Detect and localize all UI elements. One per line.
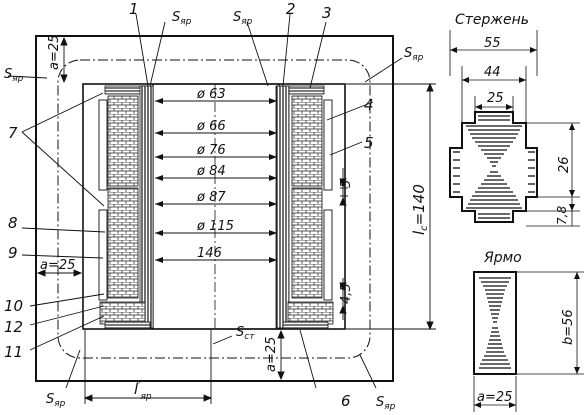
diameter-dimensions: ø 63 ø 66 ø 76 ø 84 ø 87 ø 115 146 <box>155 87 277 263</box>
label-s-yar-bottom-left: Sяр <box>46 392 66 409</box>
yoke-hatching <box>479 277 511 369</box>
label-10: 10 <box>4 297 23 315</box>
yoke-width: a=25 <box>477 390 512 405</box>
left-inner-insulation <box>139 85 154 329</box>
label-12: 12 <box>4 318 23 336</box>
right-winding <box>275 85 334 330</box>
left-winding <box>98 85 154 330</box>
rod-dim-25: 25 <box>487 91 504 106</box>
rod-cross-outline <box>449 111 538 223</box>
label-11: 11 <box>4 343 23 361</box>
left-coil-upper <box>107 95 139 187</box>
rod-dim-44: 44 <box>484 65 501 80</box>
label-a25-left: a=25 <box>40 258 75 273</box>
label-7: 7 <box>8 124 18 142</box>
label-s-st: Sст <box>236 325 255 342</box>
svg-text:Sяр: Sяр <box>233 10 253 27</box>
rod-title: Стержень <box>455 12 529 28</box>
leader-lines <box>7 13 403 389</box>
svg-text:lc=140: lc=140 <box>410 184 430 235</box>
svg-text:Sст: Sст <box>236 325 255 342</box>
rod-hatching <box>453 115 535 219</box>
label-l-yar: l′яр <box>134 380 152 402</box>
yoke-title: Ярмо <box>483 250 522 266</box>
label-3: 3 <box>322 4 332 22</box>
rod-dim-26: 26 <box>557 156 572 173</box>
left-coil-lower <box>107 187 139 299</box>
core-frame <box>35 35 394 382</box>
svg-text:Sяр: Sяр <box>46 392 66 409</box>
label-6: 6 <box>341 392 351 410</box>
label-4: 4 <box>364 96 374 114</box>
label-lc: lc=140 <box>410 184 430 235</box>
svg-text:Sяр: Sяр <box>172 10 192 27</box>
core-outer-edge <box>35 35 394 382</box>
svg-text:Sяр: Sяр <box>404 46 424 63</box>
svg-text:Sяр: Sяр <box>376 395 396 412</box>
rod-dim-55: 55 <box>484 36 501 51</box>
label-s-yar-top-right: Sяр <box>404 46 424 63</box>
diameter-label: ø 76 <box>196 143 226 158</box>
right-coil-upper <box>291 95 323 187</box>
label-2: 2 <box>286 0 296 18</box>
label-9: 9 <box>8 244 18 262</box>
diameter-label: ø 63 <box>196 87 226 102</box>
label-5: 5 <box>364 134 374 152</box>
dimension-arrows <box>36 36 436 404</box>
label-s-yar-top-left: Sяр <box>172 10 192 27</box>
label-s-yar-top-mid: Sяр <box>233 10 253 27</box>
label-a25-bottom: a=25 <box>264 337 279 372</box>
diameter-label: 146 <box>197 246 222 261</box>
yoke-section: Ярмо b=56 a=25 <box>473 250 584 412</box>
rod-section: Стержень 55 44 25 <box>449 12 580 227</box>
svg-text:Sяр: Sяр <box>4 67 24 84</box>
label-dim-5: 5 <box>339 180 354 188</box>
label-s-yar-left: Sяр <box>4 67 24 84</box>
core-midline <box>57 59 371 359</box>
label-1: 1 <box>129 0 139 18</box>
right-coil-lower <box>291 187 323 299</box>
label-s-yar-bottom-right: Sяр <box>376 395 396 412</box>
label-dim-4-5: 4,5 <box>339 283 354 304</box>
diameter-label: ø 87 <box>196 190 226 205</box>
yoke-height: b=56 <box>561 309 576 345</box>
diameter-label: ø 84 <box>196 164 226 179</box>
main-labels: 1 2 3 4 5 6 7 8 9 10 12 11 Sяр Sяр Sяр S… <box>4 0 430 412</box>
label-8: 8 <box>8 214 18 232</box>
label-a25-top: a=25 <box>47 35 62 70</box>
yoke-cross-outline <box>473 271 517 375</box>
rod-dim-7-8: 7,8 <box>555 206 569 225</box>
diameter-label: ø 115 <box>196 219 234 234</box>
diameter-label: ø 66 <box>196 119 226 134</box>
svg-text:l′яр: l′яр <box>134 380 152 402</box>
right-inner-insulation <box>275 85 290 329</box>
